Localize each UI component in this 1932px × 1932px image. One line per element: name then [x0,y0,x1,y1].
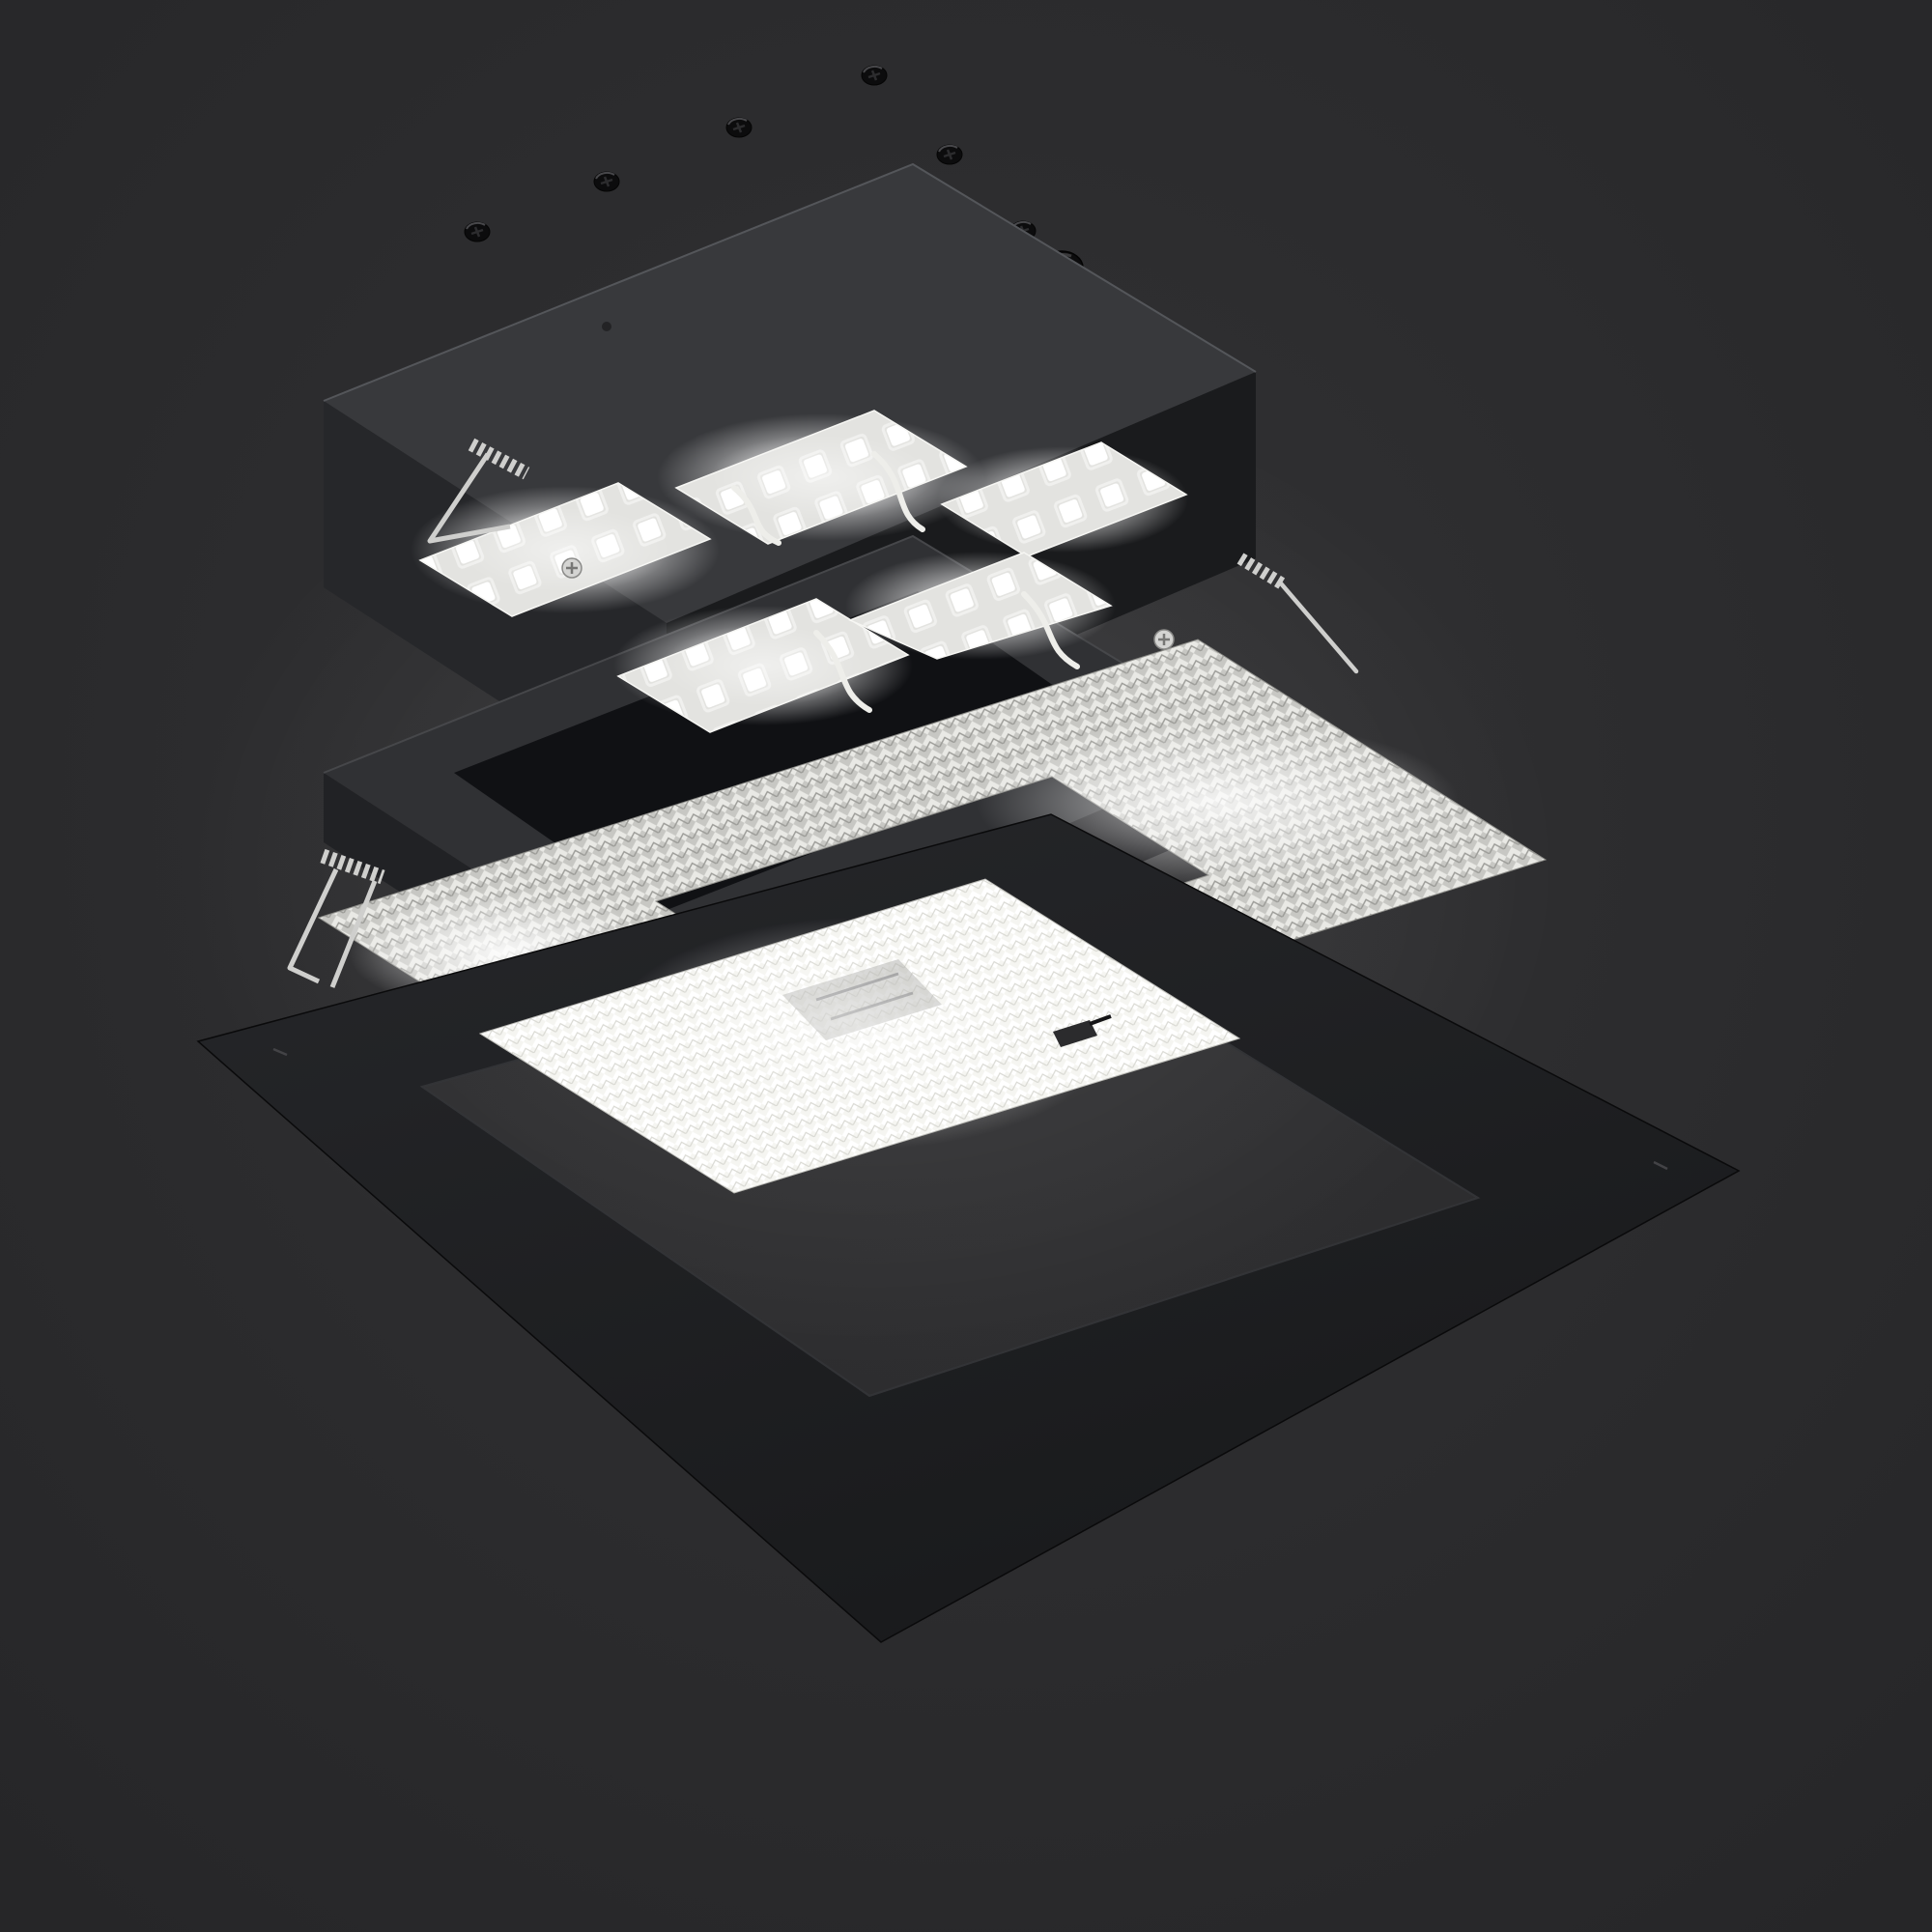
mounting-screw [725,117,753,138]
led-board [940,441,1188,557]
connector-wire [871,451,925,532]
board-screw [561,557,582,579]
upper-led-modules [411,410,1188,617]
led-board [848,552,1113,660]
board-screw [1153,629,1175,650]
right-spring [1236,553,1359,674]
lens-clip [1053,1020,1097,1047]
spring-coil [320,848,385,885]
lens-bloom [681,949,1019,1099]
led-bloom [710,435,932,520]
mounting-screw [593,171,620,192]
corner-mark [1653,1160,1668,1171]
lens-clip-hook [1089,1014,1112,1026]
spring-leg [287,867,339,984]
mounting-screw [936,144,963,165]
led-bloom [459,507,671,592]
connector-wire [731,485,781,546]
lower-led-modules [613,552,1175,733]
mounting-screw [861,65,888,86]
spring-leg [329,880,378,988]
connector-wire [1021,591,1080,669]
led-bloom [662,625,865,706]
housing-edge-highlight [323,162,1257,402]
corner-mark [272,1047,288,1057]
spring-coil [468,438,530,480]
spring-leg [1278,581,1359,674]
spring-clip [427,452,511,544]
connector-wire [813,630,872,713]
lens-panel [478,878,1241,1194]
mounting-screw [464,221,491,242]
housing-hole [602,322,611,331]
